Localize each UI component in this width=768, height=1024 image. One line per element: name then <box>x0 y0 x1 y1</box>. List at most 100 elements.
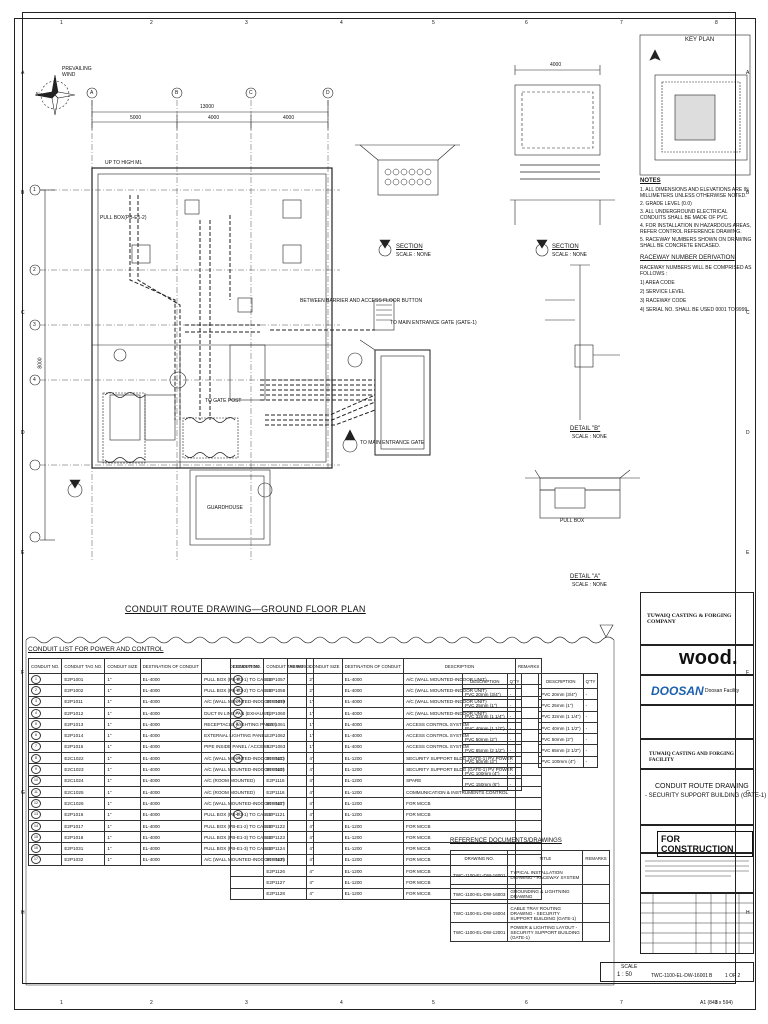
table-cell: TYPICAL INSTALLATION DRAWING - RACEWAY S… <box>507 865 584 885</box>
table-cell: E2P1122 <box>263 819 308 833</box>
section-marker-icon <box>67 479 83 498</box>
contractor-box: DOOSAN Doosan Facility <box>640 674 754 706</box>
grid-number: 1 <box>60 1000 63 1006</box>
raceway-line: 1) AREA CODE <box>640 280 675 286</box>
table-cell: TWC-1100-EL-DW-16001 <box>449 865 509 885</box>
plan-note: TO MAIN ENTRANCE GATE <box>360 440 425 446</box>
table-cell: - <box>582 744 599 757</box>
table-cell: 4" <box>306 876 343 889</box>
drawing-number: TWC-1100-EL-DW-16001 <box>651 973 709 979</box>
grid-letter: G <box>746 790 750 796</box>
table-cell: E2P1001 <box>61 672 106 686</box>
conduit-number-bubble: 10 <box>31 776 41 786</box>
table-cell: - <box>506 778 523 791</box>
table-cell: EL-4000 <box>139 774 203 787</box>
table-row: PVC 20mm (3/4")- <box>462 687 523 701</box>
conduit-list-title: CONDUIT LIST FOR POWER AND CONTROL <box>28 646 164 653</box>
sheet-size: A1 (841 x 594) <box>700 1000 733 1006</box>
grid-number: 7 <box>620 1000 623 1006</box>
table-row: PVC 65mm (2 1/2")- <box>538 744 599 757</box>
table-cell: - <box>582 755 599 769</box>
table-cell: - <box>582 699 599 712</box>
table-header: CONDUIT SIZE <box>104 658 141 674</box>
section-1-label: SECTION <box>396 244 423 250</box>
detail-a-label: DETAIL "A" <box>570 574 601 580</box>
table-cell <box>229 797 265 810</box>
plan-note: GUARDHOUSE <box>207 505 243 511</box>
grid-column-label: A <box>90 90 94 96</box>
table-cell: - <box>582 733 599 746</box>
table-cell: EL-4000 <box>341 684 405 697</box>
table-row: PVC 80mm (3")- <box>462 755 523 769</box>
table-cell: 4" <box>306 831 343 844</box>
sheet-number: 1 OF 2 <box>725 973 741 979</box>
table-cell: 18 <box>229 672 265 686</box>
table-row: PVC 100mm (4")- <box>462 767 523 780</box>
north-label: N <box>36 92 40 98</box>
facility-name: TUWAIQ CASTING AND FORGING FACILITY <box>649 751 734 763</box>
table-cell: E2P1014 <box>61 729 106 742</box>
table-cell: EL-4000 <box>139 718 203 731</box>
conduit-number-bubble: 3 <box>31 697 41 707</box>
table-header: DESCRIPTION <box>462 673 508 689</box>
table-header: REMARKS <box>514 658 543 674</box>
table-cell: PVC 100mm (4") <box>538 755 584 769</box>
grid-number: 2 <box>150 20 153 26</box>
table-cell: EL-4000 <box>139 808 203 821</box>
table-cell: 4" <box>306 842 343 855</box>
table-header: DESTINATION OF CONDUIT <box>139 658 203 674</box>
plan-note: TO MAIN ENTRANCE GATE (GATE-1) <box>390 320 477 326</box>
table-cell: EL-4000 <box>139 763 203 776</box>
table-cell: E2P1060 <box>263 706 308 720</box>
table-cell: E2P1002 <box>61 684 106 697</box>
table-cell: 23 <box>229 752 265 765</box>
table-cell <box>582 865 610 885</box>
drawing-title-2: - SECURITY SUPPORT BUILDING (GATE-1) <box>645 793 767 799</box>
section-2-scale: SCALE : NONE <box>552 252 588 258</box>
grid-letter: F <box>746 670 750 676</box>
conduit-number-bubble: 24 <box>233 810 243 820</box>
raceway-heading: RACEWAY NUMBER DERIVATION <box>640 255 735 261</box>
table-cell: E2P1012 <box>61 706 106 720</box>
grid-number: 3 <box>245 20 248 26</box>
table-cell: 3 <box>27 695 63 708</box>
table-cell: 1" <box>104 808 141 821</box>
table-cell: 1" <box>104 752 141 765</box>
table-cell: PVC 40mm (1 1/2") <box>538 721 584 735</box>
conduit-number-bubble: 11 <box>31 787 41 797</box>
table-cell: EL-4000 <box>139 831 203 844</box>
table-cell: 17 <box>27 853 63 867</box>
table-cell: PVC 40mm (1 1/2") <box>462 721 508 735</box>
table-cell <box>582 884 610 904</box>
table-cell <box>229 842 265 855</box>
doosan-logo: DOOSAN <box>651 684 704 698</box>
table-cell: EL-1200 <box>341 887 405 900</box>
table-cell: E2P1016 <box>61 808 106 821</box>
table-cell: E2P1124 <box>263 842 308 855</box>
grid-letter: H <box>21 910 25 916</box>
table-cell: E2C1026 <box>61 797 106 810</box>
table-cell: - <box>506 710 523 723</box>
raceway-line: RACEWAY NUMBERS WILL BE COMPRISED AS FOL… <box>640 265 752 277</box>
note-item: 3. ALL UNDERGROUND ELECTRICAL CONDUITS S… <box>640 209 729 221</box>
table-cell <box>229 763 265 776</box>
table-cell: E2P1058 <box>263 684 308 697</box>
table-header: CONDUIT TAG NO. <box>263 658 308 674</box>
table-cell: 1" <box>104 853 141 867</box>
table-cell <box>229 785 265 799</box>
table-cell: PVC 150mm (6") <box>462 778 508 791</box>
grid-letter: A <box>746 70 750 76</box>
table-cell: EL-1200 <box>341 876 405 889</box>
table-cell: PVC 20mm (3/4") <box>462 687 508 701</box>
table-cell: E2C1023 <box>61 763 106 776</box>
conduit-number-bubble: 22 <box>233 719 243 729</box>
grid-letter: B <box>21 190 25 196</box>
table-row: PVC 150mm (6")- <box>462 778 523 791</box>
